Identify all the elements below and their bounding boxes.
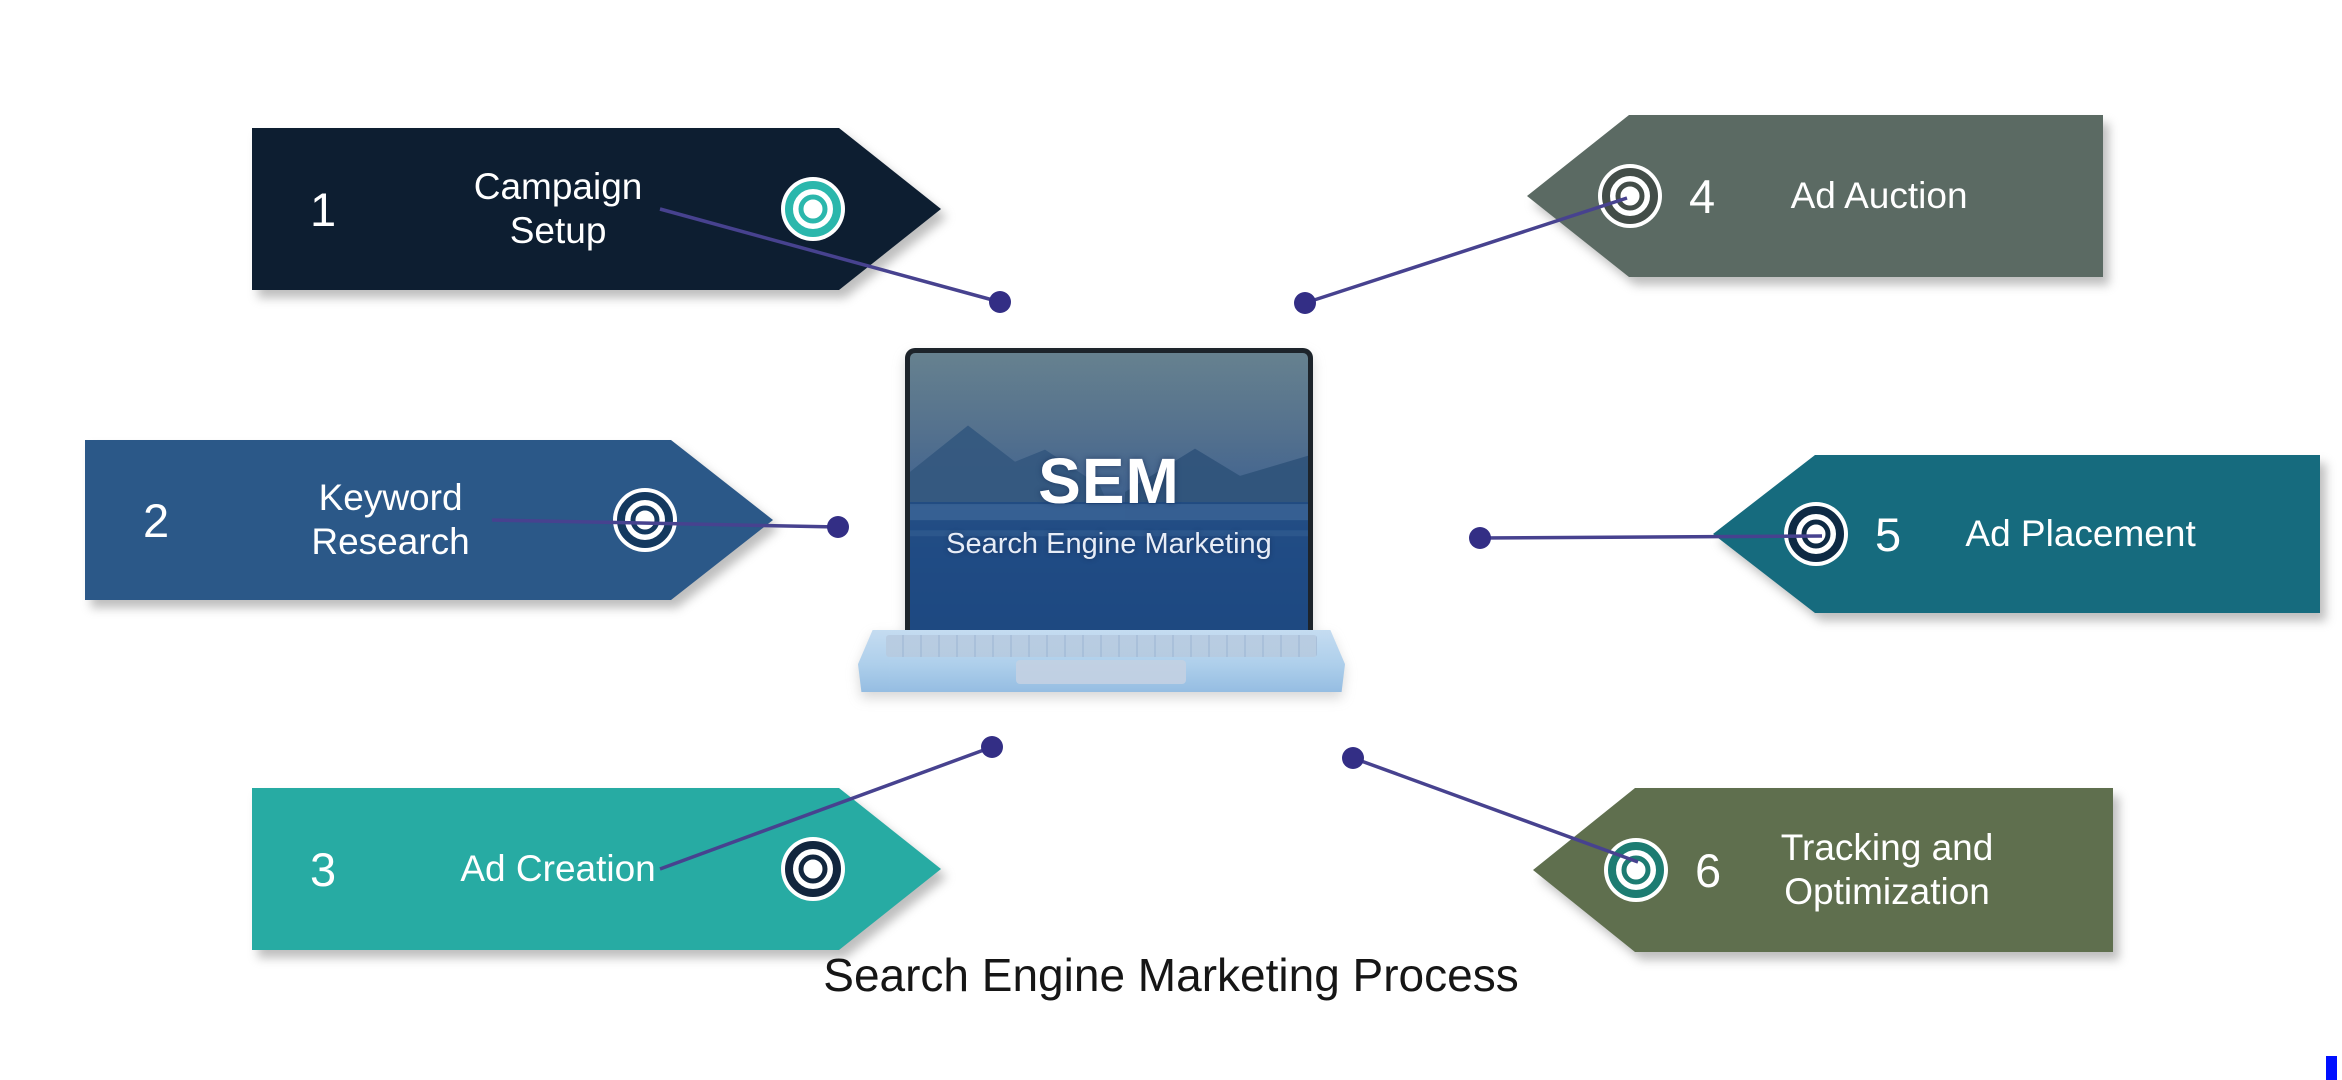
laptop-keyboard bbox=[886, 635, 1317, 657]
step-label: Ad Auction bbox=[1790, 175, 1968, 217]
connector-dot-1 bbox=[989, 291, 1011, 313]
target-rings-icon bbox=[612, 487, 678, 553]
laptop-touchpad bbox=[1016, 660, 1186, 684]
step-label: Ad Placement bbox=[1965, 513, 2196, 555]
laptop-base bbox=[858, 630, 1345, 692]
step-tag-ad-creation: 3 Ad Creation bbox=[252, 788, 788, 950]
step-tag-ad-auction: 4 Ad Auction bbox=[1527, 115, 2103, 277]
step-number: 4 bbox=[1689, 169, 1716, 223]
connector-dot-3 bbox=[981, 736, 1003, 758]
connector-dot-4 bbox=[1294, 292, 1316, 314]
step-tag-tracking-optimization: 6 Tracking and Optimization bbox=[1533, 788, 2113, 952]
target-rings-icon bbox=[1783, 501, 1849, 567]
target-rings-icon bbox=[780, 176, 846, 242]
step-label: Keyword Research bbox=[311, 477, 470, 562]
target-rings-icon bbox=[1597, 163, 1663, 229]
step-number: 3 bbox=[310, 842, 337, 896]
target-rings-icon bbox=[1603, 837, 1669, 903]
step-tag-ad-placement: 5 Ad Placement bbox=[1713, 455, 2320, 613]
connector-dot-5 bbox=[1469, 527, 1491, 549]
laptop-illustration: SEM Search Engine Marketing bbox=[858, 344, 1345, 696]
step-label: Ad Creation bbox=[460, 848, 656, 890]
laptop-heading: SEM bbox=[1038, 444, 1180, 517]
step-label: Campaign Setup bbox=[473, 166, 643, 251]
step-number: 1 bbox=[310, 182, 337, 236]
step-tag-campaign-setup: 1 Campaign Setup bbox=[252, 128, 788, 290]
connector-dot-6 bbox=[1342, 747, 1364, 769]
step-tag-keyword-research: 2 Keyword Research bbox=[85, 440, 620, 600]
laptop-subheading: Search Engine Marketing bbox=[946, 527, 1272, 560]
step-number: 2 bbox=[143, 493, 170, 547]
target-rings-icon bbox=[780, 836, 846, 902]
step-number: 5 bbox=[1875, 507, 1902, 561]
step-label: Tracking and Optimization bbox=[1780, 827, 1994, 912]
mountain-wallpaper bbox=[910, 425, 1308, 637]
diagram-caption: Search Engine Marketing Process bbox=[823, 949, 1519, 1001]
connector-dot-2 bbox=[827, 516, 849, 538]
laptop-screen: SEM Search Engine Marketing bbox=[905, 348, 1313, 642]
corner-cursor-mark bbox=[2326, 1056, 2337, 1080]
step-number: 6 bbox=[1695, 843, 1722, 897]
